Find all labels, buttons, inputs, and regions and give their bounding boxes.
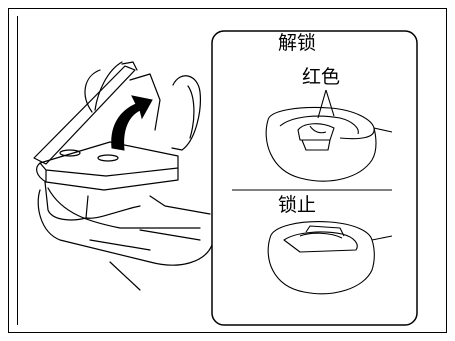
floor-line-2 <box>139 229 201 241</box>
unlock-detail <box>265 89 393 182</box>
rear-seat-contour <box>94 61 123 111</box>
headrest-right-inner <box>187 85 195 139</box>
lock-detail <box>267 221 393 295</box>
inset-box <box>211 30 418 326</box>
seat-cushion-top <box>39 141 179 177</box>
fold-up-arrow <box>111 95 153 151</box>
latch-slot <box>59 149 81 157</box>
latch-slot-2 <box>97 154 119 162</box>
headrest-right <box>171 75 201 151</box>
seat-fold-line <box>36 162 47 183</box>
floor-line-3 <box>89 239 151 251</box>
seat-cushion-side <box>45 167 179 191</box>
lock-label: 锁止 <box>278 194 317 216</box>
seatback-strap <box>121 61 138 71</box>
cushion-front-2 <box>85 205 141 219</box>
base-seat <box>37 189 213 266</box>
floor-line-4 <box>109 261 141 291</box>
cushion-front <box>44 181 89 221</box>
figure-frame <box>8 8 447 333</box>
rear-panel <box>129 73 161 131</box>
floor-line-1 <box>149 195 211 215</box>
rear-seat-back <box>84 69 101 113</box>
red-indicator-label: 红色 <box>302 66 341 88</box>
base-seat-line <box>47 187 201 229</box>
unlock-label: 解锁 <box>278 32 317 54</box>
frame-inner-line <box>17 16 18 325</box>
